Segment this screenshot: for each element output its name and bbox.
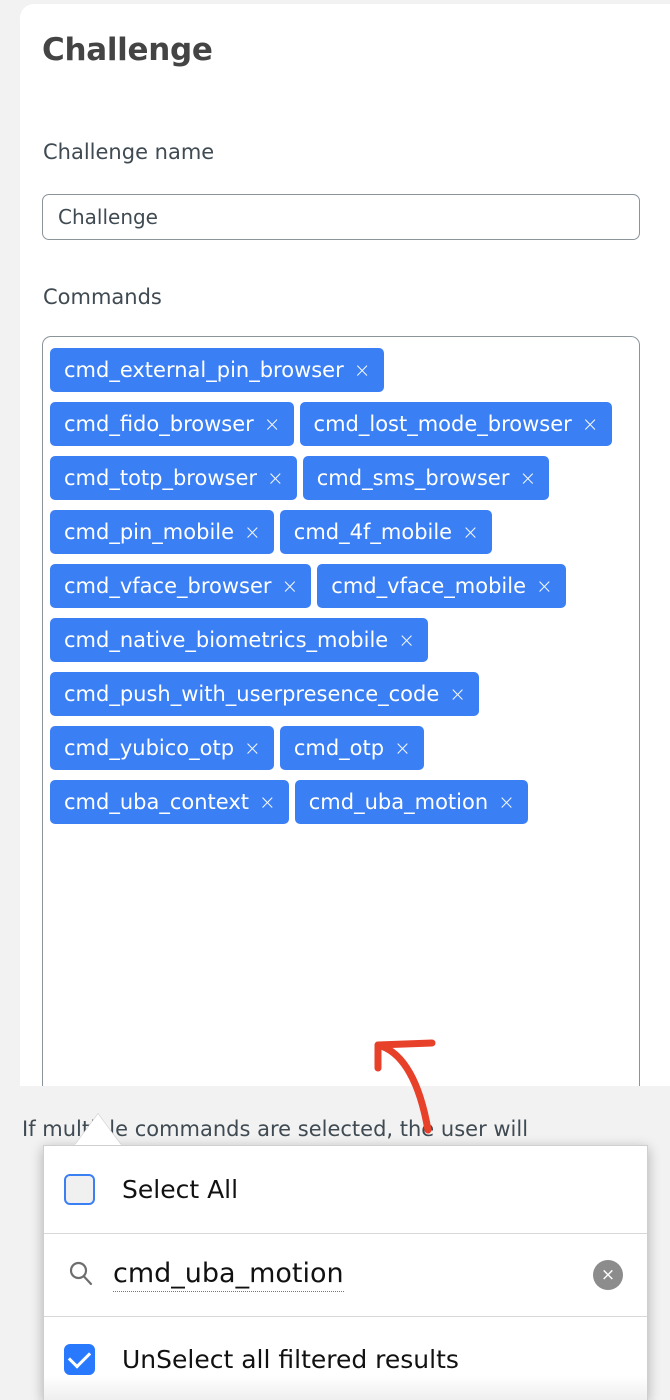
command-tag-label: cmd_fido_browser (64, 411, 254, 436)
remove-command-tag-icon[interactable]: × (244, 736, 261, 760)
remove-command-tag-icon[interactable]: × (394, 736, 411, 760)
command-tag[interactable]: cmd_yubico_otp × (50, 726, 274, 770)
clear-search-icon[interactable]: × (593, 1260, 623, 1290)
command-tag-label: cmd_lost_mode_browser (313, 411, 572, 436)
command-tag[interactable]: cmd_otp × (279, 726, 424, 770)
command-tag[interactable]: cmd_4f_mobile × (279, 510, 492, 554)
command-tag-label: cmd_uba_context (64, 789, 249, 814)
command-tag-label: cmd_external_pin_browser (64, 357, 344, 382)
select-all-label: Select All (122, 1175, 239, 1204)
select-all-checkbox[interactable] (64, 1174, 95, 1205)
command-tag[interactable]: cmd_uba_motion × (294, 780, 528, 824)
unselect-filtered-checkbox[interactable] (64, 1343, 95, 1375)
challenge-form-card: Challenge Challenge name Commands cmd_ex… (20, 4, 670, 1086)
challenge-name-input[interactable] (42, 194, 640, 240)
command-tag-label: cmd_push_with_userpresence_code (64, 681, 440, 706)
command-tag[interactable]: cmd_sms_browser × (302, 456, 550, 500)
remove-command-tag-icon[interactable]: × (581, 412, 599, 436)
command-tag-label: cmd_vface_browser (64, 573, 272, 598)
command-tag[interactable]: cmd_native_biometrics_mobile × (50, 618, 428, 662)
command-tag[interactable]: cmd_push_with_userpresence_code × (50, 672, 480, 716)
command-tag[interactable]: cmd_vface_mobile × (317, 564, 566, 608)
remove-command-tag-icon[interactable]: × (462, 520, 479, 544)
command-tag-label: cmd_uba_motion (308, 789, 489, 814)
remove-command-tag-icon[interactable]: × (536, 574, 553, 598)
search-icon (67, 1259, 95, 1291)
remove-command-tag-icon[interactable]: × (353, 358, 371, 382)
commands-tag-list: cmd_external_pin_browser×cmd_fido_browse… (50, 343, 632, 829)
command-tag-label: cmd_native_biometrics_mobile (64, 627, 389, 652)
page-title: Challenge (42, 32, 213, 68)
commands-label: Commands (43, 285, 162, 309)
command-tag-label: cmd_vface_mobile (331, 573, 526, 598)
remove-command-tag-icon[interactable]: × (267, 466, 284, 490)
command-tag[interactable]: cmd_vface_browser × (50, 564, 312, 608)
command-tag[interactable]: cmd_uba_context × (50, 780, 289, 824)
dropdown-caret-icon (75, 1114, 121, 1145)
remove-command-tag-icon[interactable]: × (398, 628, 415, 652)
commands-search-input[interactable]: cmd_uba_motion (113, 1258, 593, 1292)
command-tag-label: cmd_pin_mobile (64, 519, 235, 544)
challenge-name-label: Challenge name (43, 140, 215, 164)
commands-multiselect-box[interactable]: cmd_external_pin_browser×cmd_fido_browse… (42, 336, 640, 1086)
remove-command-tag-icon[interactable]: × (449, 682, 467, 706)
command-tag[interactable]: cmd_fido_browser × (50, 402, 294, 446)
command-tag[interactable]: cmd_pin_mobile × (50, 510, 274, 554)
command-tag-label: cmd_yubico_otp (64, 735, 235, 760)
command-tag-label: cmd_otp (293, 735, 385, 760)
command-tag[interactable]: cmd_lost_mode_browser × (299, 402, 612, 446)
remove-command-tag-icon[interactable]: × (498, 790, 515, 814)
commands-search-value: cmd_uba_motion (113, 1258, 344, 1292)
remove-command-tag-icon[interactable]: × (263, 412, 281, 436)
remove-command-tag-icon[interactable]: × (519, 466, 537, 490)
command-tag[interactable]: cmd_totp_browser × (50, 456, 297, 500)
commands-dropdown-panel: Select All cmd_uba_motion × UnSelect all… (43, 1145, 648, 1400)
dropdown-search-row[interactable]: cmd_uba_motion × (44, 1234, 647, 1317)
unselect-filtered-label: UnSelect all filtered results (122, 1344, 459, 1374)
remove-command-tag-icon[interactable]: × (281, 574, 299, 598)
command-tag[interactable]: cmd_external_pin_browser × (50, 348, 384, 392)
remove-command-tag-icon[interactable]: × (259, 790, 276, 814)
command-tag-label: cmd_totp_browser (64, 465, 257, 490)
dropdown-item-unselect-filtered[interactable]: UnSelect all filtered results (44, 1317, 647, 1400)
command-tag-label: cmd_sms_browser (316, 465, 510, 490)
dropdown-item-select-all[interactable]: Select All (44, 1146, 647, 1234)
command-tag-label: cmd_4f_mobile (293, 519, 453, 544)
remove-command-tag-icon[interactable]: × (244, 520, 261, 544)
